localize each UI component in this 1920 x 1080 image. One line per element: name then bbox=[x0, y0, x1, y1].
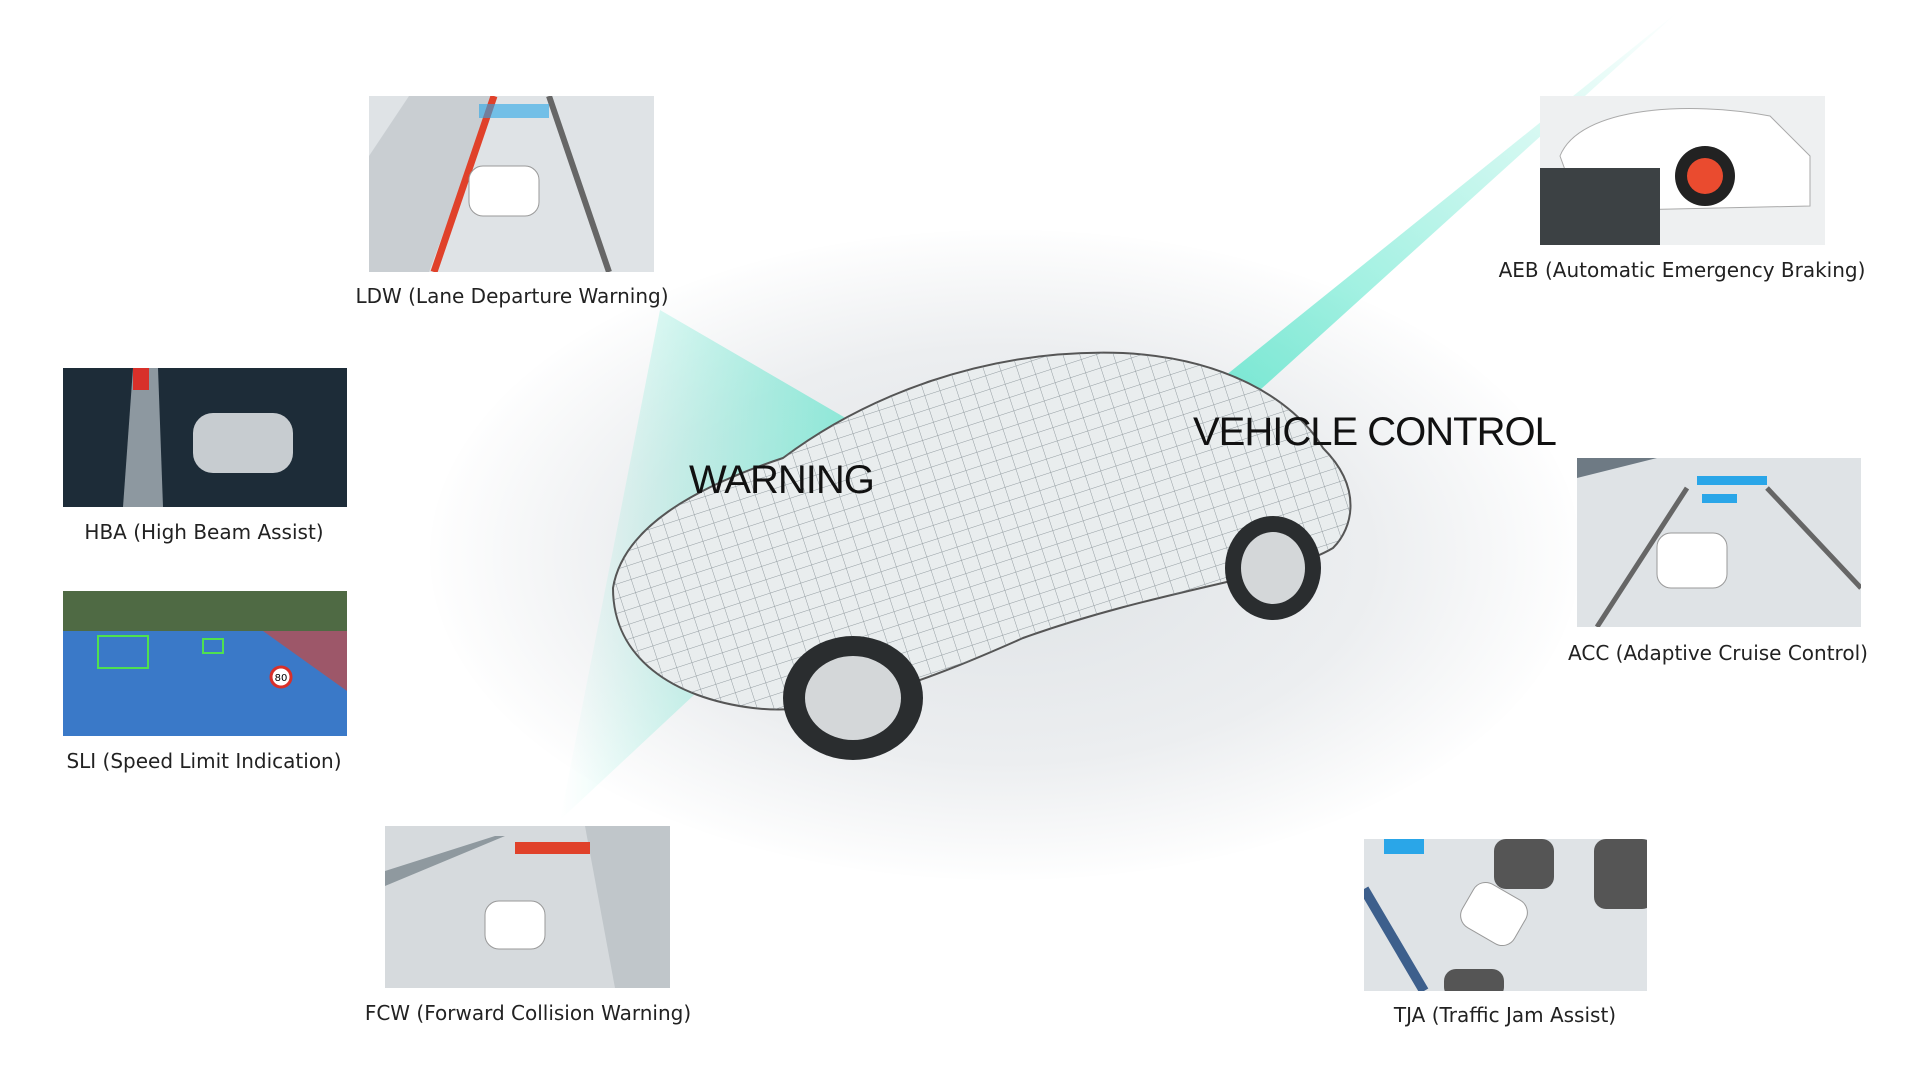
acc-label: ACC (Adaptive Cruise Control) bbox=[1568, 641, 1868, 665]
fcw-image bbox=[385, 826, 670, 988]
tja-image bbox=[1364, 839, 1647, 991]
wireframe-car bbox=[611, 351, 1352, 760]
sli-label: SLI (Speed Limit Indication) bbox=[66, 749, 342, 773]
speed-sign: 80 bbox=[275, 673, 288, 684]
tja-label: TJA (Traffic Jam Assist) bbox=[1393, 1003, 1617, 1027]
hba-image bbox=[63, 368, 347, 507]
sli-image: 80 bbox=[63, 591, 347, 736]
acc-image bbox=[1577, 458, 1861, 627]
ldw-image bbox=[369, 96, 654, 272]
ldw-label: LDW (Lane Departure Warning) bbox=[355, 284, 669, 308]
fcw-label: FCW (Forward Collision Warning) bbox=[364, 1001, 692, 1025]
warning-heading: WARNING bbox=[689, 458, 875, 502]
vehicle-control-heading: VEHICLE CONTROL bbox=[1193, 410, 1557, 454]
aeb-label: AEB (Automatic Emergency Braking) bbox=[1498, 258, 1866, 282]
hba-label: HBA (High Beam Assist) bbox=[84, 520, 324, 544]
aeb-image bbox=[1540, 96, 1825, 245]
